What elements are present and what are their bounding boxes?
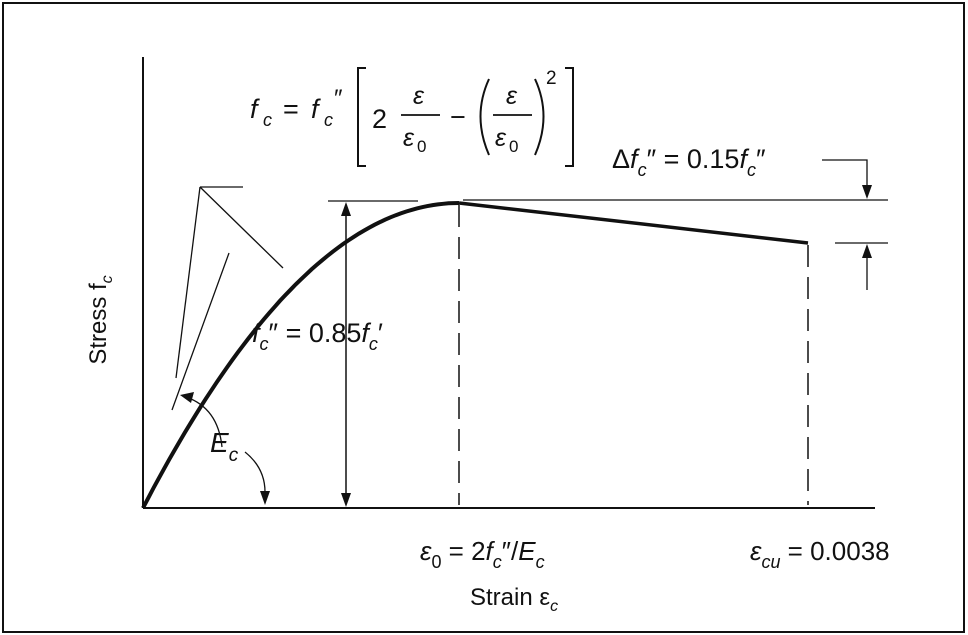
formula-minus: −: [450, 102, 466, 132]
formula-leader-to-tangent: [175, 186, 201, 379]
formula-right-bracket: [565, 67, 574, 167]
formula-power: 2: [546, 68, 557, 89]
x-axis-label: Strain εc: [470, 584, 558, 615]
delta-arrow-down: [862, 185, 872, 199]
formula-lhs-sub: c: [263, 110, 272, 130]
formula-two: 2: [372, 104, 387, 134]
eps0-label: ε0 = 2fc″/Ec: [420, 536, 545, 572]
y-axis-label: Stress fc: [85, 275, 116, 364]
peak-stress-label: fc″ = 0.85fc′: [252, 318, 383, 354]
ec-arrow-upper: [180, 392, 194, 403]
delta-arrow-up: [862, 244, 872, 258]
tangent-line: [171, 252, 230, 411]
formula-frac2-den: ε: [495, 124, 507, 152]
peak-arrow-down: [341, 493, 351, 507]
delta-leader-top: [822, 159, 868, 186]
epscu-label: εcu = 0.0038: [750, 536, 890, 572]
formula-f-sub: c: [324, 110, 333, 130]
formula-left-paren: [479, 78, 490, 156]
parabolic-branch: [141, 201, 460, 509]
formula-frac2-num: ε: [506, 82, 518, 110]
formula-f: f: [311, 94, 321, 124]
ec-arc-lower: [244, 451, 266, 493]
formula-frac1-den: ε: [403, 124, 415, 152]
formula-equals: =: [283, 94, 299, 124]
formula-frac2-den-sub: 0: [509, 137, 518, 156]
formula-frac1-den-sub: 0: [417, 137, 426, 156]
modulus-label: Ec: [210, 427, 239, 466]
linear-descending-branch: [458, 201, 809, 245]
formula-f-prime: ″: [334, 85, 343, 112]
peak-arrow-up: [341, 202, 351, 216]
formula-lhs: f: [250, 94, 260, 124]
formula-leader-to-curve: [199, 186, 284, 269]
curve-formula: f c = f c ″ 2 ε ε 0 − ε ε 0 2: [250, 67, 574, 167]
formula-right-paren: [534, 78, 545, 156]
formula-left-bracket: [357, 67, 366, 167]
ec-arrow-lower: [260, 491, 270, 505]
delta-label: Δfc″ = 0.15fc″: [612, 144, 766, 180]
formula-frac1-num: ε: [413, 82, 425, 110]
